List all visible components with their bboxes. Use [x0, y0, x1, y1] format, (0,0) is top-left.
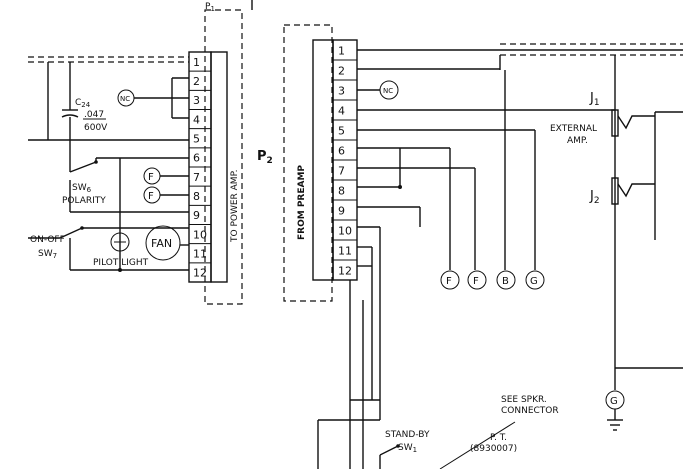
f-circle-2	[467, 270, 487, 290]
cap-name: C24	[75, 98, 91, 109]
pin-number: 7	[193, 171, 200, 184]
sw6-caption: POLARITY	[62, 196, 106, 206]
nc-text: NC	[120, 95, 130, 103]
p2-label: P2	[257, 149, 273, 166]
f-circle-pin7-text: F	[148, 172, 154, 183]
cap-value: .047	[84, 110, 104, 120]
see-spkr-line1: SEE SPKR.	[501, 395, 547, 405]
j1-label: J1	[589, 91, 600, 108]
j2-label: J2	[589, 189, 600, 206]
pin-number: 12	[338, 264, 352, 277]
j1-body	[611, 109, 619, 137]
p1-body	[210, 51, 228, 283]
p2-nc-text: NC	[383, 87, 393, 95]
f-circle-1	[440, 270, 460, 290]
pin-number: 4	[193, 113, 200, 126]
pin-number: 6	[338, 144, 345, 157]
pilot-light-label: PILOT LIGHT	[93, 258, 149, 268]
p1-side-label: TO POWER AMP.	[230, 170, 240, 243]
standby-blade	[379, 445, 399, 456]
pilot-light-bulb	[110, 232, 130, 252]
pin-number: 2	[338, 64, 345, 77]
pin-number: 1	[193, 56, 200, 69]
pin-number: 10	[338, 224, 352, 237]
junction-pin8	[398, 185, 402, 189]
p2-circuit: NC F F B G	[317, 43, 683, 469]
b-circle	[496, 270, 516, 290]
external-amp-line2: AMP.	[567, 136, 588, 146]
p1-outline	[204, 9, 243, 305]
j2-body	[611, 177, 619, 205]
pin-number: 4	[338, 104, 345, 117]
b-circle-text: B	[502, 276, 509, 287]
g-circle-text: G	[530, 276, 538, 287]
standby-caption: STAND-BY	[385, 430, 430, 440]
pin-number: 10	[193, 228, 207, 241]
f-circle-pin8-text: F	[148, 191, 154, 202]
fan-label: FAN	[151, 237, 172, 250]
pin-number: 9	[338, 204, 345, 217]
cap-plate-bottom	[61, 114, 79, 118]
pin-number: 8	[338, 184, 345, 197]
f-circle-1-text: F	[446, 276, 452, 287]
pin-number: 6	[193, 152, 200, 165]
pin-number: 1	[338, 44, 345, 57]
standby-contact	[396, 444, 400, 448]
pin-number: 3	[338, 84, 345, 97]
g-circle-right-text: G	[610, 396, 618, 407]
sw7-blade	[59, 227, 83, 239]
cap-voltage: 600V	[84, 123, 108, 133]
p2-tab	[312, 39, 334, 281]
pin-number: 5	[338, 124, 345, 137]
pin-number: 9	[193, 209, 200, 222]
junction-pin12	[118, 268, 122, 272]
pin-number: 7	[338, 164, 345, 177]
pin-number: 11	[338, 244, 352, 257]
pin-number: 11	[193, 247, 207, 260]
pin-number: 12	[193, 267, 207, 280]
j2-spring	[617, 183, 655, 198]
p1-label: P1	[205, 2, 215, 13]
sw6-name: SW6	[72, 183, 92, 194]
p1-circuit: C24 .047 600V NC SW6 POLARITY F F	[28, 56, 189, 272]
external-amp-line1: EXTERNAL	[550, 124, 597, 134]
see-spkr-line2: CONNECTOR	[501, 406, 559, 416]
f-circle-2-text: F	[473, 276, 479, 287]
pin-number: 3	[193, 94, 200, 107]
g-circle	[525, 270, 545, 290]
pt-line1: P. T.	[490, 433, 507, 443]
pin-number: 8	[193, 190, 200, 203]
j1-spring	[617, 115, 655, 130]
pin-number: 2	[193, 75, 200, 88]
sw7-caption: ON-OFF	[30, 235, 65, 245]
sw6-blade	[69, 161, 97, 173]
fan-motor	[145, 225, 181, 261]
pin-number: 5	[193, 132, 200, 145]
pt-line2: (8930007)	[470, 444, 517, 454]
pt-leader	[439, 421, 516, 469]
p2-side-label: FROM PREAMP	[297, 165, 307, 240]
p2-outline	[283, 24, 333, 302]
standby-name: SW1	[398, 443, 417, 454]
sw7-name: SW7	[38, 249, 57, 260]
